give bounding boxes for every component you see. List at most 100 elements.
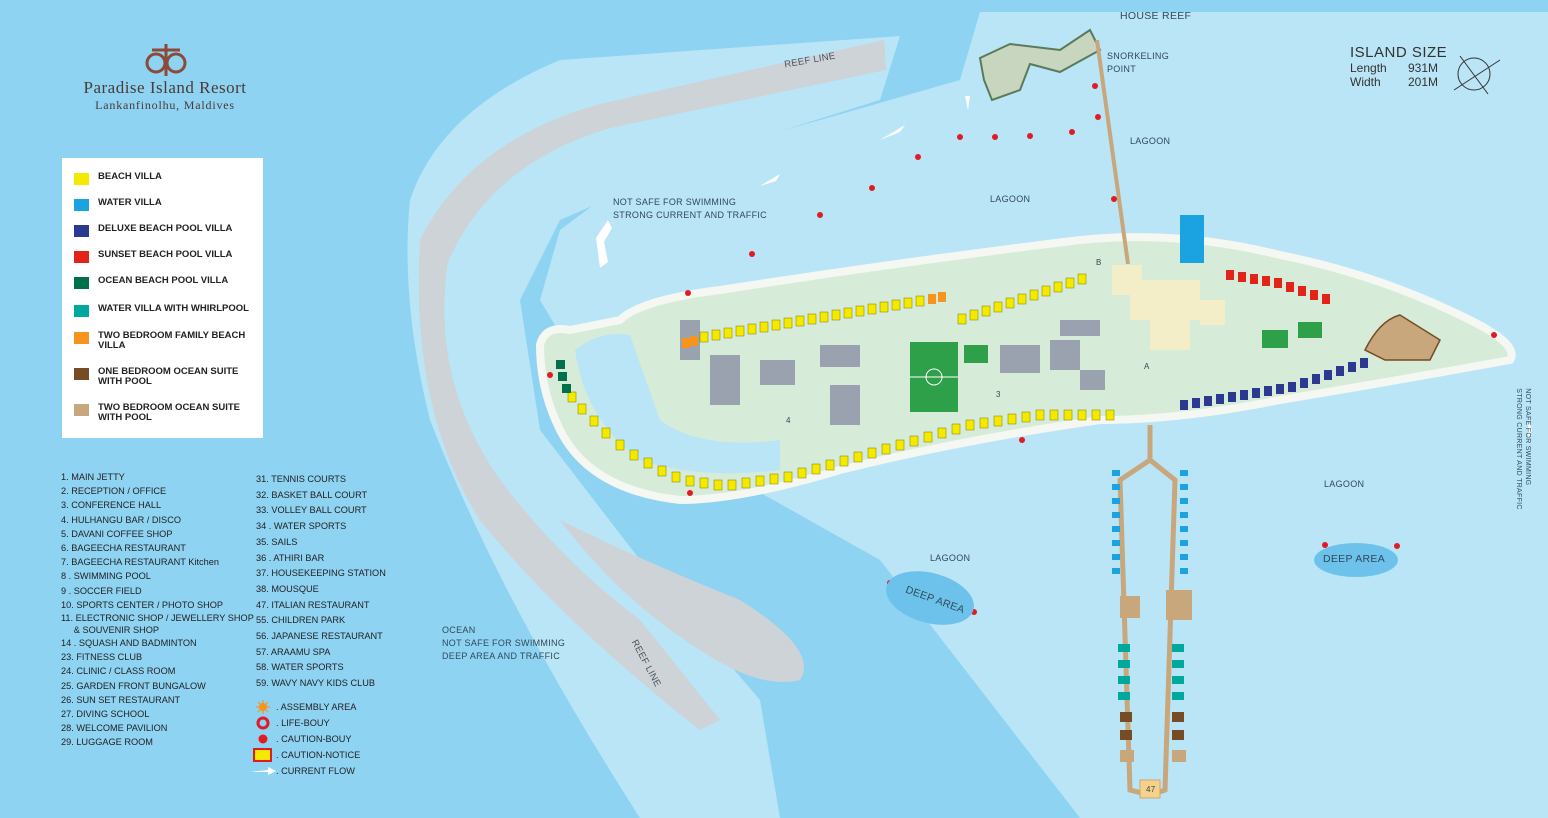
- swatch: [74, 173, 89, 185]
- key-item: 59. WAVY NAVY KIDS CLUB: [256, 678, 375, 689]
- key-item: 26. SUN SET RESTAURANT: [61, 694, 181, 705]
- key-item: 35. SAILS: [256, 536, 298, 547]
- key-item: 33. VOLLEY BALL COURT: [256, 505, 367, 516]
- key-item: 9 . SOCCER FIELD: [61, 585, 142, 596]
- key-item: 25. GARDEN FRONT BUNGALOW: [61, 680, 206, 691]
- key-item: 11. ELECTRONIC SHOP / JEWELLERY SHOP: [61, 613, 254, 624]
- facility-key-left: 1. MAIN JETTY 2. RECEPTION / OFFICE 3. C…: [61, 470, 254, 750]
- key-item: 2. RECEPTION / OFFICE: [61, 486, 167, 497]
- lagoon-label: LAGOON: [1324, 479, 1365, 489]
- key-item: 47. ITALIAN RESTAURANT: [256, 599, 370, 610]
- brand-block: Paradise Island Resort Lankanfinolhu, Ma…: [40, 36, 290, 113]
- swatch: [74, 368, 89, 380]
- resort-logo-icon: [145, 44, 187, 76]
- assembly-area-icon: [250, 700, 276, 714]
- key-item: 3. CONFERENCE HALL: [61, 500, 162, 511]
- assembly-point-b: B: [1096, 258, 1102, 267]
- legend-item-water-villa-whirlpool: WATER VILLA WITH WHIRLPOOL: [74, 304, 258, 317]
- assembly-point-a: A: [1144, 362, 1150, 371]
- key-item: 57. ARAAMU SPA: [256, 646, 331, 657]
- key-item: 38. MOUSQUE: [256, 583, 319, 594]
- deep-area-label: DEEP AREA: [1323, 553, 1386, 565]
- lagoon-area-left: [407, 36, 900, 818]
- reef-line-north: [418, 40, 886, 730]
- caution-buoys: [547, 83, 1497, 615]
- island-size-title: ISLAND SIZE: [1350, 44, 1448, 61]
- sunset-villas: [1226, 270, 1330, 304]
- key-item: 24. CLINIC / CLASS ROOM: [61, 666, 176, 677]
- lagoon-label: LAGOON: [990, 194, 1031, 204]
- legend-item-water-villa: WATER VILLA: [74, 198, 258, 211]
- caution-notice-icon: [250, 748, 276, 762]
- restaurant-47: [1139, 779, 1161, 799]
- legend-item-beach-villa: BEACH VILLA: [74, 172, 258, 185]
- key-item: 8 . SWIMMING POOL: [61, 571, 151, 582]
- swatch: [74, 404, 89, 416]
- legend-item-deluxe-beach-pool-villa: DELUXE BEACH POOL VILLA: [74, 224, 258, 237]
- resort-location: Lankanfinolhu, Maldives: [95, 98, 235, 112]
- key-item: 1. MAIN JETTY: [61, 472, 125, 482]
- lagoon-label: LAGOON: [930, 553, 971, 563]
- key-item: 6. BAGEECHA RESTAURANT: [61, 543, 186, 554]
- current-flow-icon: [250, 766, 276, 776]
- key-item: 10. SPORTS CENTER / PHOTO SHOP: [61, 599, 224, 610]
- main-buildings: [1112, 265, 1225, 350]
- lagoon-label: LAGOON: [1130, 136, 1171, 146]
- swimming-pool: [1180, 215, 1204, 263]
- key-item: 32. BASKET BALL COURT: [256, 489, 368, 500]
- current-flow-arrows: [596, 96, 1532, 440]
- spa-area: [1363, 314, 1441, 361]
- key-item: 55. CHILDREN PARK: [256, 615, 346, 626]
- ocean-beach-villas: [556, 360, 571, 393]
- key-item: 36 . ATHIRI BAR: [256, 552, 325, 563]
- key-item: 28. WELCOME PAVILION: [61, 723, 168, 734]
- family-villas: [682, 292, 946, 348]
- assembly-point-4: 4: [786, 416, 791, 425]
- key-item: 34 . WATER SPORTS: [256, 521, 347, 532]
- main-jetty: [1095, 39, 1130, 265]
- legend-item-ocean-beach-pool-villa: OCEAN BEACH POOL VILLA: [74, 276, 258, 289]
- key-item: 4. HULHANGU BAR / DISCO: [61, 514, 181, 525]
- beach-villas: [567, 273, 1115, 491]
- deep-area-south: [886, 571, 974, 625]
- swatch: [74, 305, 89, 317]
- legend-item-sunset-beach-pool-villa: SUNSET BEACH POOL VILLA: [74, 250, 258, 263]
- key-item: 5. DAVANI COFFEE SHOP: [61, 528, 173, 539]
- two-bedroom-suites: [1120, 590, 1192, 762]
- key-item: 27. DIVING SCHOOL: [61, 709, 150, 720]
- reef-line-south: [560, 520, 804, 682]
- house-reef: [978, 28, 1102, 102]
- volleyball-court: [1298, 322, 1322, 338]
- key-item: 7. BAGEECHA RESTAURANT Kitchen: [61, 557, 219, 568]
- basketball-court: [1262, 330, 1288, 348]
- key-item: 31. TENNIS COURTS: [256, 474, 347, 484]
- swatch: [74, 332, 89, 344]
- symbol-row: . CAUTION-NOTICE: [250, 747, 360, 763]
- resort-name: Paradise Island Resort: [83, 78, 247, 97]
- water-villas: [1112, 470, 1188, 574]
- key-item: 37. HOUSEKEEPING STATION: [256, 568, 386, 579]
- legend-item-two-bedroom-ocean-suite: TWO BEDROOM OCEAN SUITE WITH POOL: [74, 403, 258, 423]
- ocean-suites: [1120, 712, 1184, 740]
- symbol-row: . ASSEMBLY AREA: [250, 699, 360, 715]
- beach-rim: [535, 233, 1516, 505]
- legend-item-two-bedroom-family-villa: TWO BEDROOM FAMILY BEACH VILLA: [74, 331, 258, 351]
- swatch: [74, 199, 89, 211]
- buildings: [680, 320, 1105, 425]
- facility-key-right: 31. TENNIS COURTS 32. BASKET BALL COURT …: [256, 472, 386, 692]
- caution-buoy-icon: [250, 732, 276, 746]
- villa-legend: BEACH VILLA WATER VILLA DELUXE BEACH POO…: [62, 158, 263, 438]
- swatch: [74, 277, 89, 289]
- deluxe-villas: [1180, 358, 1368, 410]
- assembly-point-3: 3: [996, 390, 1001, 399]
- house-reef-label: HOUSE REEF: [1120, 10, 1192, 22]
- swatch: [74, 225, 89, 237]
